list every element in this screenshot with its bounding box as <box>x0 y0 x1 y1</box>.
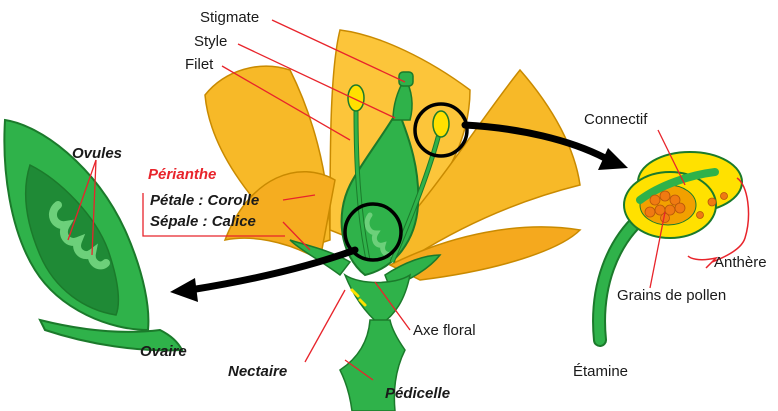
stamen-anther-right <box>433 111 449 137</box>
pistil-stigma <box>399 72 413 86</box>
label-filet: Filet <box>185 57 213 72</box>
label-stigmate: Stigmate <box>200 10 259 25</box>
label-ovules: Ovules <box>72 146 122 161</box>
label-nectaire: Nectaire <box>228 364 287 379</box>
label-style: Style <box>194 34 227 49</box>
stamen-detail <box>599 152 748 340</box>
label-connectif: Connectif <box>584 112 647 127</box>
label-sepale-calice: Sépale : Calice <box>150 214 256 229</box>
arrow-head-ovary <box>170 278 198 302</box>
label-anthere: Anthère <box>714 255 767 270</box>
arrow-to-ovary <box>190 250 355 290</box>
label-perianthe: Périanthe <box>148 167 216 182</box>
flower-illustration <box>205 30 580 411</box>
label-etamine: Étamine <box>573 364 628 379</box>
label-axe-floral: Axe floral <box>413 323 476 338</box>
stamen-anther-left <box>348 85 364 111</box>
label-ovaire: Ovaire <box>140 344 187 359</box>
label-petale-corolle: Pétale : Corolle <box>150 193 259 208</box>
label-pedicelle: Pédicelle <box>385 386 450 401</box>
label-grains-de-pollen: Grains de pollen <box>617 288 726 303</box>
